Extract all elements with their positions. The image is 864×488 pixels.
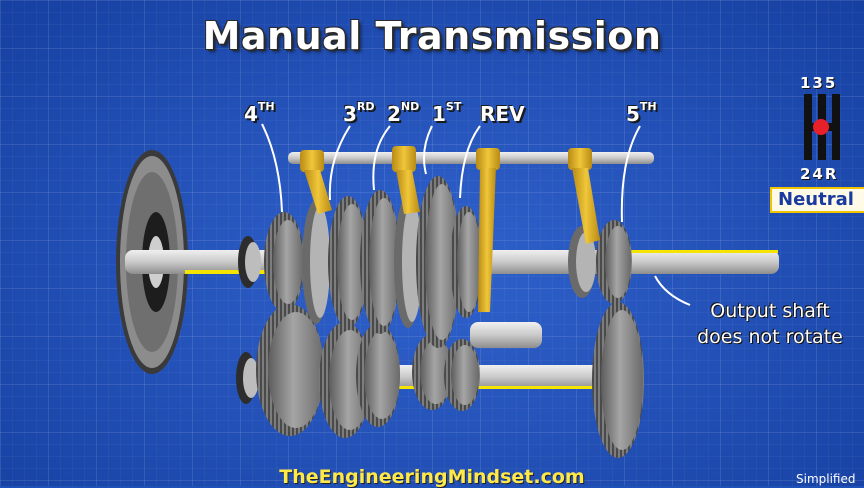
label-1st: 1ST	[432, 100, 462, 126]
synchro-1-2	[394, 196, 422, 328]
counter-gear-5	[444, 339, 480, 411]
shift-bottom-row: 24R	[800, 165, 839, 183]
output-shaft-highlight	[630, 250, 778, 253]
reverse-idler-shaft	[470, 322, 542, 348]
output-note-line1: Output shaft	[710, 300, 830, 322]
counter-gear-3	[356, 323, 400, 427]
output-note-line2: does not rotate	[697, 326, 843, 348]
gear-status-badge: Neutral	[770, 187, 864, 213]
input-shaft-highlight	[185, 270, 280, 274]
label-2nd: 2ND	[387, 100, 420, 126]
shift-fork-5	[568, 148, 600, 244]
shift-knob-position	[813, 119, 829, 135]
counter-bearing	[236, 352, 259, 404]
main-gear-1st	[416, 176, 460, 348]
label-3rd: 3RD	[343, 100, 375, 126]
output-shaft-note: Output shaft does not rotate	[676, 298, 864, 350]
main-gear-reverse	[450, 206, 482, 318]
main-gear-5th	[596, 220, 632, 304]
selector-rod	[288, 152, 654, 164]
label-4th: 4TH	[244, 100, 275, 126]
main-gear-3rd	[328, 196, 368, 328]
shift-top-row: 135	[800, 74, 838, 92]
counter-gear-6	[592, 302, 644, 458]
label-5th: 5TH	[626, 100, 657, 126]
simplified-note: Simplified	[796, 472, 856, 486]
shift-fork-3-4	[300, 150, 332, 214]
synchro-5	[568, 226, 596, 298]
leader-lines	[261, 123, 691, 306]
page-title: Manual Transmission	[202, 14, 662, 58]
counter-gear-1	[256, 304, 324, 436]
label-reverse: REV	[480, 102, 525, 126]
shift-fork-reverse	[476, 148, 500, 312]
counter-gear-4	[412, 334, 452, 410]
website-credit: TheEngineeringMindset.com	[279, 466, 585, 488]
main-gear-2nd	[360, 190, 400, 334]
main-gear-4th	[264, 212, 304, 312]
input-bearing	[238, 236, 261, 288]
shift-fork-1-2	[392, 146, 420, 214]
synchro-3-4	[302, 200, 330, 324]
shift-gate	[804, 94, 840, 160]
